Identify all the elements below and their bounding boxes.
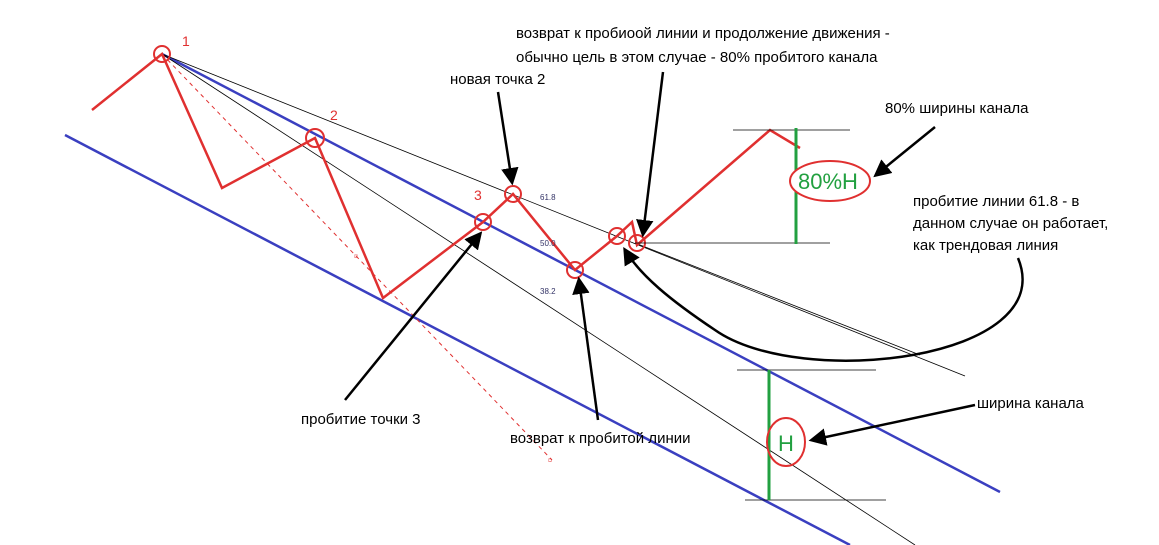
point-3-marker <box>474 213 492 231</box>
annotation-breakout-618-2: данном случае он работает, <box>913 215 1108 232</box>
measure-80-label: 80%H <box>798 169 858 194</box>
arrow-breakout-618-curve <box>623 246 1024 362</box>
point-1-label: 1 <box>182 33 190 49</box>
dashed-end-mark: ¤ <box>548 456 552 465</box>
point-2-label: 2 <box>330 107 338 123</box>
dashed-mid-mark: ¤ <box>354 252 358 261</box>
fib-label-382: 38.2 <box>540 287 556 296</box>
channel-lower-line <box>64 133 851 545</box>
fib-label-500: 50.0 <box>540 239 556 248</box>
annotation-breakout-618-1: пробитие линии 61.8 - в <box>913 193 1079 210</box>
arrow-breakout-point-3 <box>344 231 483 401</box>
annotation-return-line-2: обычно цель в этом случае - 80% пробитог… <box>516 49 878 66</box>
arrow-return-broken-line <box>572 276 600 421</box>
point-3-label: 3 <box>474 187 482 203</box>
annotation-breakout-618-3: как трендовая линия <box>913 237 1058 254</box>
arrow-channel-width <box>808 403 976 446</box>
arrow-new-point-2 <box>496 91 519 186</box>
annotation-return-line-1: возврат к пробиоой линии и продолжение д… <box>516 25 890 42</box>
new-point-2-marker <box>504 185 522 203</box>
arrow-return-line <box>636 71 665 238</box>
annotation-breakout-point-3: пробитие точки 3 <box>301 411 421 428</box>
dashed-projection-line <box>161 53 553 461</box>
measure-h-ellipse <box>766 417 806 467</box>
channel-upper-line <box>161 52 1001 494</box>
measure-80-ellipse <box>789 160 871 202</box>
price-path <box>91 52 801 300</box>
annotation-channel-width: ширина канала <box>977 395 1085 412</box>
breakout-618-marker <box>608 227 626 245</box>
arrow-80-width <box>873 126 936 178</box>
fib-line-500 <box>634 242 921 356</box>
fib-line-382 <box>161 53 916 545</box>
fib-label-618: 61.8 <box>540 193 556 202</box>
measure-h-label: H <box>778 431 794 456</box>
annotation-return-broken-line: возврат к пробитой линии <box>510 430 690 447</box>
fib-line-618 <box>161 53 966 377</box>
annotation-width-80: 80% ширины канала <box>885 100 1029 117</box>
point-1-marker <box>153 45 171 63</box>
point-2-marker <box>305 128 325 148</box>
annotation-new-point-2: новая точка 2 <box>450 71 545 88</box>
